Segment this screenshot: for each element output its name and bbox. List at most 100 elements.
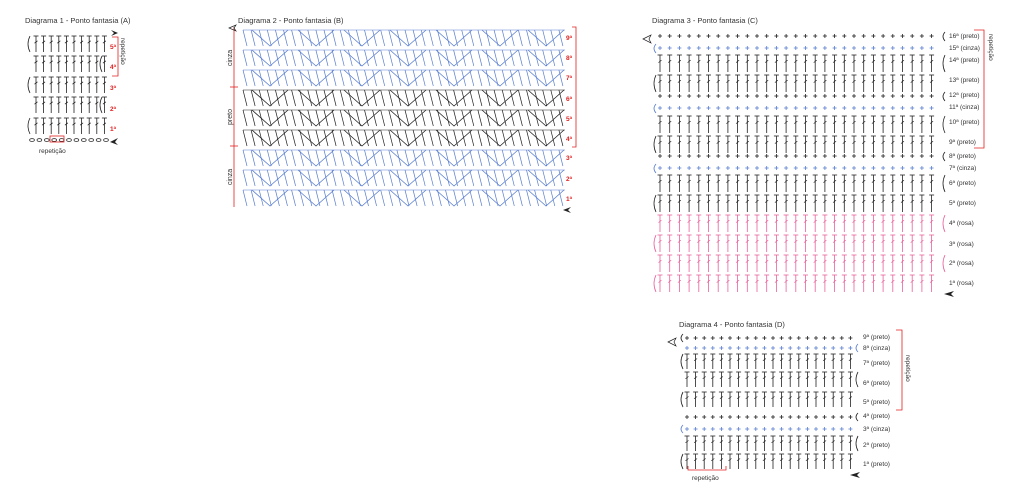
d4-row-7: 7ª (preto) bbox=[863, 360, 890, 367]
double-crochet-slash bbox=[719, 440, 724, 444]
double-crochet-slash bbox=[774, 179, 779, 183]
stitch-symbol bbox=[412, 189, 418, 207]
double-crochet-slash bbox=[813, 199, 817, 203]
d3-start-arrow-icon bbox=[944, 291, 954, 297]
stitch-symbol bbox=[558, 129, 564, 147]
double-crochet-slash bbox=[735, 140, 740, 144]
double-crochet-slash bbox=[716, 259, 720, 263]
d3-row-13: 13ª (preto) bbox=[949, 77, 980, 84]
stitch-symbol bbox=[412, 89, 418, 107]
stitch-symbol bbox=[291, 89, 296, 107]
stitch-symbol bbox=[307, 149, 313, 167]
double-crochet-slash bbox=[711, 440, 715, 444]
stitch-symbol bbox=[461, 29, 467, 47]
double-crochet-slash bbox=[779, 396, 784, 400]
double-crochet-slash bbox=[788, 458, 792, 462]
stitch-symbol bbox=[437, 109, 442, 127]
double-crochet-slash bbox=[764, 259, 769, 263]
double-crochet-slash bbox=[764, 59, 769, 63]
stitch-symbol bbox=[299, 89, 305, 107]
double-crochet-slash bbox=[891, 259, 895, 263]
double-crochet-slash bbox=[719, 458, 724, 462]
double-crochet-slash bbox=[832, 140, 837, 144]
double-crochet-slash bbox=[687, 79, 691, 83]
stitch-symbol bbox=[380, 49, 386, 67]
double-crochet-slash bbox=[735, 259, 740, 263]
stitch-symbol bbox=[347, 89, 353, 107]
double-crochet-slash bbox=[667, 239, 672, 243]
double-crochet-slash bbox=[891, 179, 895, 183]
double-crochet-slash bbox=[910, 199, 914, 203]
double-crochet-slash bbox=[697, 279, 701, 283]
stitch-symbol bbox=[550, 69, 556, 87]
stitch-symbol bbox=[388, 109, 394, 127]
double-crochet-slash bbox=[831, 376, 835, 380]
stitch-symbol bbox=[242, 89, 248, 107]
stitch-symbol bbox=[542, 149, 548, 167]
stitch-symbol bbox=[356, 149, 361, 167]
double-crochet-slash bbox=[842, 79, 847, 83]
double-crochet-slash bbox=[762, 396, 767, 400]
double-crochet-slash bbox=[910, 239, 914, 243]
stitch-symbol bbox=[461, 189, 467, 207]
d3-row-11: 11ª (cinza) bbox=[949, 104, 979, 111]
d3-repeat-bracket bbox=[974, 29, 985, 149]
double-crochet-slash bbox=[832, 239, 837, 243]
double-crochet-slash bbox=[823, 199, 827, 203]
stitch-symbol bbox=[347, 169, 353, 187]
turning-chain-symbol bbox=[942, 91, 946, 102]
stitch-symbol bbox=[485, 89, 491, 107]
double-crochet-slash bbox=[788, 440, 792, 444]
stitch-symbol bbox=[356, 129, 361, 147]
double-crochet-slash bbox=[881, 179, 885, 183]
double-crochet-slash bbox=[735, 179, 740, 183]
double-crochet-slash bbox=[848, 440, 853, 444]
stitch-symbol bbox=[558, 89, 564, 107]
stitch-symbol bbox=[477, 169, 483, 187]
double-crochet-slash bbox=[735, 219, 740, 223]
stitch-symbol bbox=[266, 149, 272, 167]
double-crochet-slash bbox=[658, 199, 662, 203]
double-crochet-slash bbox=[87, 81, 91, 85]
stitch-symbol bbox=[388, 189, 394, 207]
double-crochet-slash bbox=[794, 219, 798, 223]
double-crochet-slash bbox=[771, 458, 775, 462]
stitch-symbol bbox=[501, 149, 507, 167]
double-crochet-slash bbox=[764, 120, 769, 124]
stitch-symbol bbox=[291, 169, 296, 187]
double-crochet-slash bbox=[900, 279, 905, 283]
d3-row-16: 16ª (preto) bbox=[949, 33, 980, 40]
stitch-symbol bbox=[266, 29, 272, 47]
double-crochet-slash bbox=[706, 79, 711, 83]
stitch-symbol bbox=[485, 109, 491, 127]
stitch-symbol bbox=[250, 169, 256, 187]
double-crochet-slash bbox=[852, 79, 856, 83]
stitch-symbol bbox=[380, 29, 386, 47]
double-crochet-slash bbox=[813, 120, 817, 124]
double-crochet-slash bbox=[726, 199, 730, 203]
double-crochet-slash bbox=[929, 219, 934, 223]
double-crochet-slash bbox=[726, 79, 730, 83]
stitch-symbol bbox=[461, 149, 467, 167]
double-crochet-slash bbox=[736, 396, 741, 400]
stitch-symbol bbox=[461, 169, 467, 187]
d2-band-bottom: cinza bbox=[227, 169, 234, 185]
double-crochet-slash bbox=[881, 239, 885, 243]
stitch-symbol bbox=[437, 29, 442, 47]
double-crochet-slash bbox=[719, 396, 724, 400]
double-crochet-slash bbox=[697, 79, 701, 83]
double-crochet-slash bbox=[706, 219, 711, 223]
chevron-cluster-symbol bbox=[481, 29, 519, 47]
double-crochet-slash bbox=[823, 239, 827, 243]
double-crochet-slash bbox=[702, 358, 706, 362]
double-crochet-slash bbox=[779, 376, 784, 380]
double-crochet-slash bbox=[852, 279, 856, 283]
double-crochet-slash bbox=[677, 140, 682, 144]
double-crochet-slash bbox=[667, 140, 672, 144]
chevron-cluster-symbol bbox=[251, 89, 289, 107]
double-crochet-slash bbox=[102, 40, 107, 44]
double-crochet-slash bbox=[702, 440, 706, 444]
turning-chain-symbol bbox=[99, 96, 103, 114]
double-crochet-slash bbox=[745, 179, 750, 183]
double-crochet-slash bbox=[658, 259, 662, 263]
